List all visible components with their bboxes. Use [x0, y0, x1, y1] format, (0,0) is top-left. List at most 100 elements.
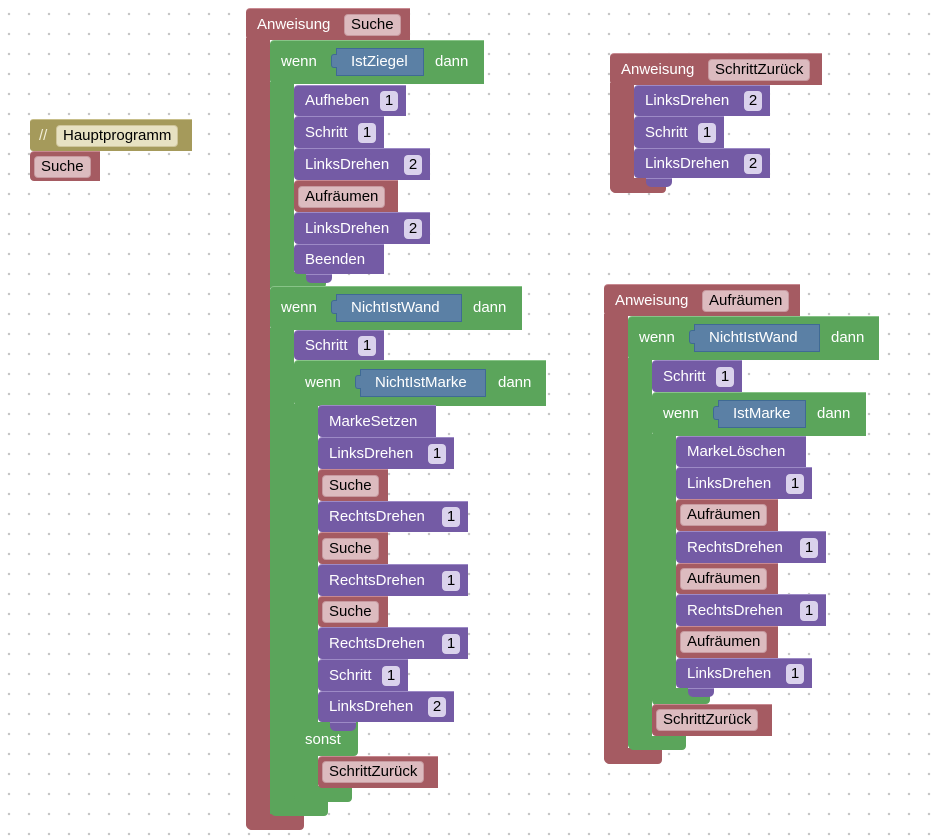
action-label: LinksDrehen — [305, 220, 390, 237]
comment-block[interactable]: // Hauptprogramm — [30, 119, 192, 151]
action-rechtsdrehen[interactable]: RechtsDrehen 1 — [318, 501, 468, 532]
action-linksdrehen[interactable]: LinksDrehen 2 — [294, 148, 430, 180]
action-count[interactable]: 1 — [380, 91, 398, 111]
action-count[interactable]: 2 — [744, 91, 762, 111]
action-count[interactable]: 1 — [800, 601, 818, 621]
action-label: Beenden — [305, 251, 366, 268]
procedure-name[interactable]: Suche — [344, 14, 401, 36]
action-rechtsdrehen[interactable]: RechtsDrehen 1 — [318, 564, 468, 596]
action-label: LinksDrehen — [645, 155, 730, 172]
action-schritt[interactable]: Schritt 1 — [294, 330, 384, 360]
procedure-name[interactable]: Aufräumen — [702, 290, 790, 312]
action-linksdrehen[interactable]: LinksDrehen 1 — [676, 467, 812, 499]
if-block-istziegel[interactable]: wenn IstZiegel dann — [270, 40, 484, 84]
procedure-keyword: Anweisung — [257, 16, 331, 33]
action-label: Schritt — [645, 124, 688, 141]
procedure-name[interactable]: SchrittZurück — [708, 59, 811, 81]
call-suche[interactable]: Suche — [318, 532, 388, 564]
procedure-suche[interactable]: Anweisung Suche — [246, 8, 410, 40]
action-count[interactable]: 2 — [404, 219, 422, 239]
action-schritt[interactable]: Schritt 1 — [318, 659, 408, 691]
action-count[interactable]: 1 — [716, 367, 734, 387]
comment-text[interactable]: Hauptprogramm — [56, 125, 179, 147]
if-block-nichtistwand[interactable]: wenn NichtIstWand dann — [270, 286, 522, 330]
action-count[interactable]: 1 — [698, 123, 716, 143]
action-count[interactable]: 1 — [442, 507, 460, 527]
action-markesetzen[interactable]: MarkeSetzen — [318, 405, 436, 437]
action-schritt[interactable]: Schritt 1 — [634, 116, 724, 148]
condition-nichtistmarke[interactable]: NichtIstMarke — [355, 369, 486, 397]
call-name: Aufräumen — [680, 504, 768, 526]
if-block-istmarke-spine — [652, 434, 676, 706]
action-linksdrehen[interactable]: LinksDrehen 1 — [676, 658, 812, 688]
if-block-nichtistwand[interactable]: wenn NichtIstWand dann — [628, 316, 879, 360]
procedure-schrittzurueck-spine — [610, 83, 634, 193]
action-schritt[interactable]: Schritt 1 — [652, 360, 742, 392]
if-keyword: wenn — [639, 329, 675, 346]
action-count[interactable]: 2 — [744, 154, 762, 174]
block-notch — [306, 274, 332, 283]
call-schrittzurueck[interactable]: SchrittZurück — [318, 756, 438, 788]
condition-plug — [713, 406, 719, 420]
action-aufheben[interactable]: Aufheben 1 — [294, 85, 406, 116]
action-rechtsdrehen[interactable]: RechtsDrehen 1 — [676, 531, 826, 563]
action-count[interactable]: 1 — [800, 538, 818, 558]
action-rechtsdrehen[interactable]: RechtsDrehen 1 — [318, 627, 468, 659]
procedure-keyword: Anweisung — [621, 61, 695, 78]
action-label: LinksDrehen — [329, 445, 414, 462]
if-keyword: wenn — [281, 299, 317, 316]
call-suche[interactable]: Suche — [318, 469, 388, 501]
condition-nichtistwand[interactable]: NichtIstWand — [331, 294, 462, 322]
action-markeloeschen[interactable]: MarkeLöschen — [676, 436, 806, 467]
procedure-schrittzurueck[interactable]: Anweisung SchrittZurück — [610, 53, 822, 85]
action-count[interactable]: 1 — [442, 571, 460, 591]
action-label: Aufheben — [305, 92, 370, 109]
action-linksdrehen[interactable]: LinksDrehen 2 — [318, 691, 454, 722]
then-keyword: dann — [498, 374, 532, 391]
if-block-nichtistwand-spine — [628, 358, 652, 750]
condition-label: IstMarke — [733, 405, 791, 422]
condition-istmarke[interactable]: IstMarke — [713, 400, 806, 428]
call-name: Aufräumen — [298, 186, 386, 208]
action-schritt[interactable]: Schritt 1 — [294, 116, 384, 148]
action-linksdrehen[interactable]: LinksDrehen 1 — [318, 437, 454, 469]
action-count[interactable]: 1 — [786, 474, 804, 494]
action-count[interactable]: 2 — [404, 155, 422, 175]
action-linksdrehen[interactable]: LinksDrehen 2 — [634, 148, 770, 178]
action-count[interactable]: 1 — [786, 664, 804, 684]
block-notch — [330, 722, 356, 731]
condition-plug — [331, 300, 337, 314]
procedure-aufraeumen[interactable]: Anweisung Aufräumen — [604, 284, 800, 316]
action-count[interactable]: 1 — [358, 336, 376, 356]
call-aufraeumen[interactable]: Aufräumen — [676, 626, 778, 658]
condition-plug — [689, 330, 695, 344]
action-linksdrehen[interactable]: LinksDrehen 2 — [294, 212, 430, 244]
action-label: LinksDrehen — [305, 156, 390, 173]
action-linksdrehen[interactable]: LinksDrehen 2 — [634, 85, 770, 116]
action-count[interactable]: 1 — [428, 444, 446, 464]
if-block-nichtistwand-footer — [270, 798, 328, 816]
action-count[interactable]: 1 — [382, 666, 400, 686]
action-beenden[interactable]: Beenden — [294, 244, 384, 274]
call-aufraeumen[interactable]: Aufräumen — [676, 499, 778, 531]
call-schrittzurueck[interactable]: SchrittZurück — [652, 704, 772, 736]
if-else-block-nichtistmarke[interactable]: wenn NichtIstMarke dann — [294, 360, 546, 406]
block-notch — [646, 178, 672, 187]
call-name: SchrittZurück — [322, 761, 425, 783]
action-count[interactable]: 1 — [442, 634, 460, 654]
action-count[interactable]: 1 — [358, 123, 376, 143]
if-block-istmarke[interactable]: wenn IstMarke dann — [652, 392, 866, 436]
action-rechtsdrehen[interactable]: RechtsDrehen 1 — [676, 594, 826, 626]
call-suche[interactable]: Suche — [318, 596, 388, 627]
call-suche-block[interactable]: Suche — [30, 151, 100, 181]
then-keyword: dann — [435, 53, 469, 70]
call-aufraeumen[interactable]: Aufräumen — [676, 563, 778, 594]
then-keyword: dann — [831, 329, 865, 346]
condition-istziegel[interactable]: IstZiegel — [331, 48, 424, 76]
else-keyword: sonst — [305, 731, 341, 748]
action-count[interactable]: 2 — [428, 697, 446, 717]
condition-nichtistwand[interactable]: NichtIstWand — [689, 324, 820, 352]
if-keyword: wenn — [305, 374, 341, 391]
call-aufraeumen[interactable]: Aufräumen — [294, 180, 398, 212]
